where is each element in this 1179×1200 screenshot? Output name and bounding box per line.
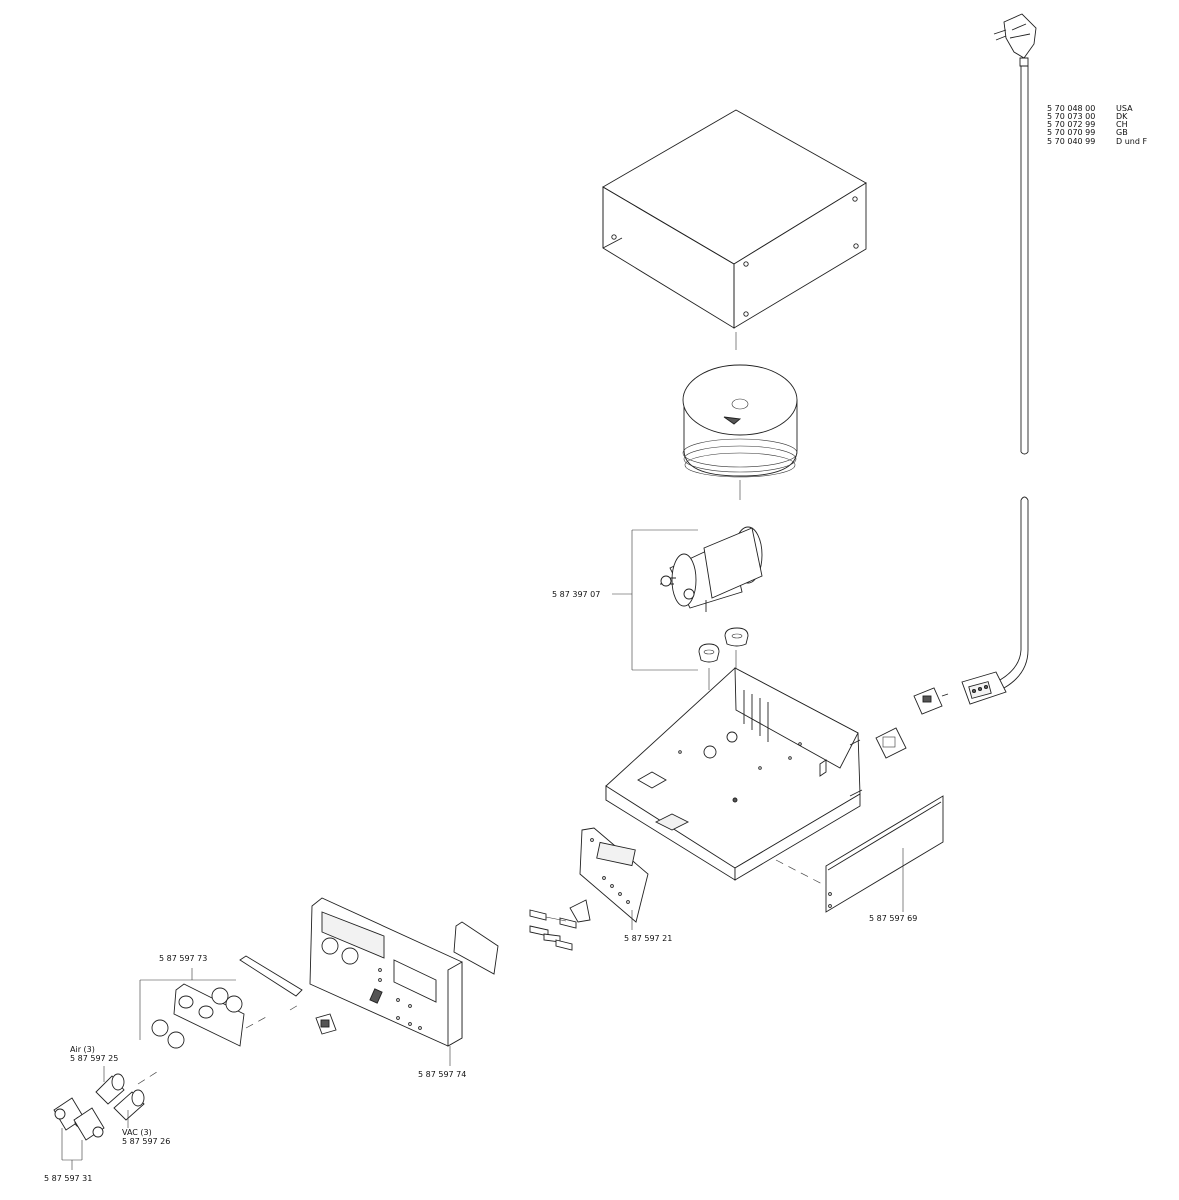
rubber-feet: [698, 627, 749, 690]
cord-variant-list: 5 70 048 00 USA 5 70 073 00 DK 5 70 072 …: [1047, 104, 1147, 146]
label-vac-part: 5 87 597 26: [122, 1137, 170, 1146]
cord-variant-part-5: 5 70 040 99: [1047, 137, 1095, 146]
connector-panel: [151, 983, 245, 1049]
side-panel: [825, 795, 944, 913]
cord-variant-part-1: 5 70 048 00: [1047, 104, 1095, 113]
cord-variant-country-2: DK: [1116, 112, 1128, 121]
cord-variant-country-5: D und F: [1116, 137, 1147, 146]
label-air-part: 5 87 597 25: [70, 1054, 118, 1063]
cord-variant-country-4: GB: [1116, 128, 1128, 137]
iec-inlet: [875, 727, 907, 759]
leader-side-panel-dash: [775, 859, 827, 887]
cord-variant-part-3: 5 70 072 99: [1047, 120, 1095, 129]
rocker-switch: [315, 1013, 337, 1035]
label-front-panel: 5 87 597 74: [418, 1070, 466, 1079]
leader-fitting: [61, 1128, 83, 1170]
rear-bracket-plate: [579, 827, 649, 923]
air-fitting: [95, 1073, 125, 1105]
label-connector-panel: 5 87 597 73: [159, 954, 207, 963]
cord-variant-part-4: 5 70 070 99: [1047, 128, 1095, 137]
label-rear-bracket: 5 87 597 21: [624, 934, 672, 943]
label-side-panel: 5 87 597 69: [869, 914, 917, 923]
label-vac-title: VAC (3): [122, 1128, 152, 1137]
power-cord-iec-end: [961, 496, 1029, 705]
screws-hardware: [529, 899, 591, 951]
display-strip: [239, 955, 303, 997]
power-cord-plug: [993, 13, 1037, 455]
top-cover: [602, 109, 867, 329]
label-fitting-part: 5 87 597 31: [44, 1174, 92, 1183]
label-pump: 5 87 397 07: [552, 590, 600, 599]
vac-fitting: [113, 1089, 145, 1121]
cord-variant-part-2: 5 70 073 00: [1047, 112, 1095, 121]
leader-strip-dash: [289, 1003, 301, 1011]
front-panel: [309, 897, 463, 1047]
leader-fittings-dash: [137, 1069, 161, 1085]
connector-panel-leader: [139, 968, 269, 1040]
pump-assembly: [660, 526, 763, 612]
toroidal-transformer: [682, 364, 798, 478]
label-air-title: Air (3): [70, 1045, 95, 1054]
pump-bracket-leader: [612, 529, 698, 671]
gasket-plate: [453, 921, 499, 975]
cord-variant-country-3: CH: [1116, 120, 1128, 129]
cord-variant-country-1: USA: [1116, 104, 1133, 113]
power-switch-module: [913, 687, 949, 715]
chassis-base: [605, 667, 863, 881]
quick-couplers: [53, 1097, 105, 1141]
